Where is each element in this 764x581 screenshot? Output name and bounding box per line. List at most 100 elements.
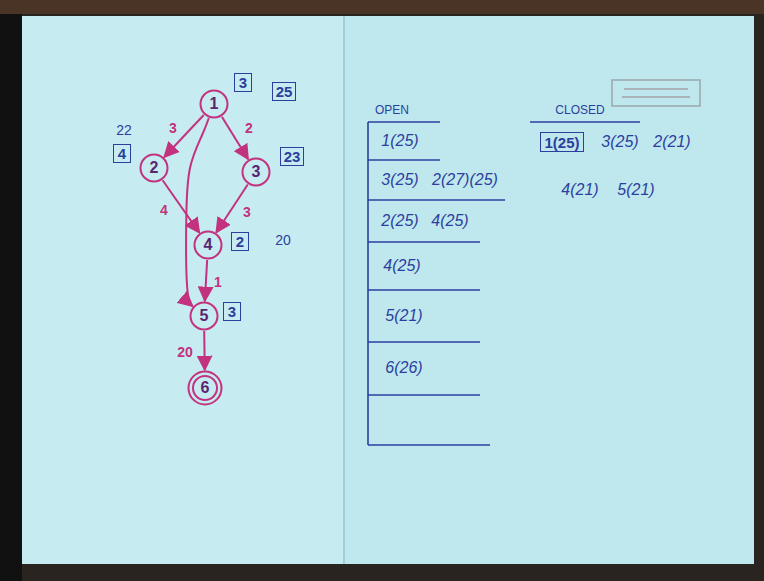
heuristic-value: 22 [116,122,132,138]
node-label: 3 [252,164,261,180]
table-rule [368,394,480,396]
edge-cost: 20 [177,344,193,360]
node-label: 1 [210,96,219,112]
table-rule [368,289,480,291]
table-cell: 4(25) [431,212,468,229]
search-edge [163,180,200,232]
node-label: 1(25) [544,135,579,150]
node-label: 4 [204,237,213,253]
edge-cost: 3 [243,204,251,220]
heuristic-box: 3 [234,73,252,92]
table-rule [368,341,480,343]
table-cell: 2(21) [653,134,690,150]
table-cell: 5(21) [617,182,654,198]
table-cell: 4(21) [561,182,598,198]
heuristic-box: 2 [231,232,249,251]
goal-circle: 6 [187,370,223,406]
state-circle: 4 [193,230,223,260]
heuristic-box: 4 [113,144,131,163]
edge-cost: 3 [243,204,251,220]
stamp-mark [622,96,690,98]
edge-cost: 2 [245,120,253,136]
heuristic-box: 3 [223,302,241,321]
search-edge [203,331,206,370]
stamp-mark [624,88,688,90]
state-circle: 2 [139,153,169,183]
table-cell: 3(25) [381,171,418,188]
table-cell: 2(25) [381,212,418,229]
edge-cost: 4 [160,202,168,218]
table-rule [368,199,505,201]
table-cell: 3(25) [601,134,638,150]
node-label: 6 [201,380,210,396]
table-cell: 4(21) [561,181,598,198]
node-label: 4 [118,146,126,161]
table-cell: 4(25) [383,257,420,274]
search-edge [164,115,203,157]
table-rule [367,122,369,445]
edge-cost: 1 [214,274,222,290]
edge-cost: 3 [169,120,177,136]
node-label: 3 [239,75,247,90]
table-cell: 4(25) [431,213,468,229]
circle-outline [193,376,217,400]
stamp [612,80,700,106]
heuristic-value: 22 [116,122,132,138]
table-cell: 3(25) [381,172,418,188]
closed-bracket [530,121,640,123]
edge-cost: 4 [160,202,168,218]
list-header: CLOSED [555,101,604,117]
table-cell: 2(27)(25) [432,172,498,188]
table-cell: 5(21) [385,307,422,324]
table-cell: 2(27)(25) [432,171,498,188]
search-edge [186,118,209,306]
edge-cost: 20 [177,344,193,360]
table-cell: 6(26) [385,360,422,376]
table-cell: 1(25) [381,133,418,149]
left-page [22,16,344,564]
node-label: 25 [276,84,293,99]
table-cell: 5(21) [385,308,422,324]
node-label: 2 [236,234,244,249]
node-label: 3 [228,304,236,319]
table-rule [530,121,640,123]
edge-cost: 3 [169,120,177,136]
table-rule [368,121,440,123]
search-edge [222,117,248,159]
list-header: OPEN [375,103,409,117]
open-table [368,122,505,445]
node-label: 5 [200,308,209,324]
edge-cost: 2 [245,120,253,136]
table-rule [368,444,490,446]
circle-outline [195,232,222,259]
state-circle: 1 [199,89,229,119]
table-cell: 2(25) [381,213,418,229]
state-circle: 5 [189,301,219,331]
circle-outline [141,155,168,182]
table-cell: 2(21) [653,133,690,150]
circle-outline [243,159,270,186]
page-fold [343,16,345,564]
circle-outline [191,303,218,330]
top-edge [0,0,764,14]
page [22,16,754,564]
table-cell: 6(26) [385,359,422,376]
search-edge [205,260,207,301]
edge-cost: 1 [214,274,222,290]
heuristic-box: 23 [280,147,305,166]
node-label: 2 [150,160,159,176]
heuristic-box: 25 [272,82,297,101]
heuristic-value: 20 [275,232,291,248]
state-circle: 3 [241,157,271,187]
circle-outline [189,372,222,405]
table-cell: 5(21) [617,181,654,198]
list-header: CLOSED [555,103,604,117]
search-edge [216,185,248,233]
left-edge [0,0,22,581]
table-rule [368,241,480,243]
table-rule [368,159,440,161]
